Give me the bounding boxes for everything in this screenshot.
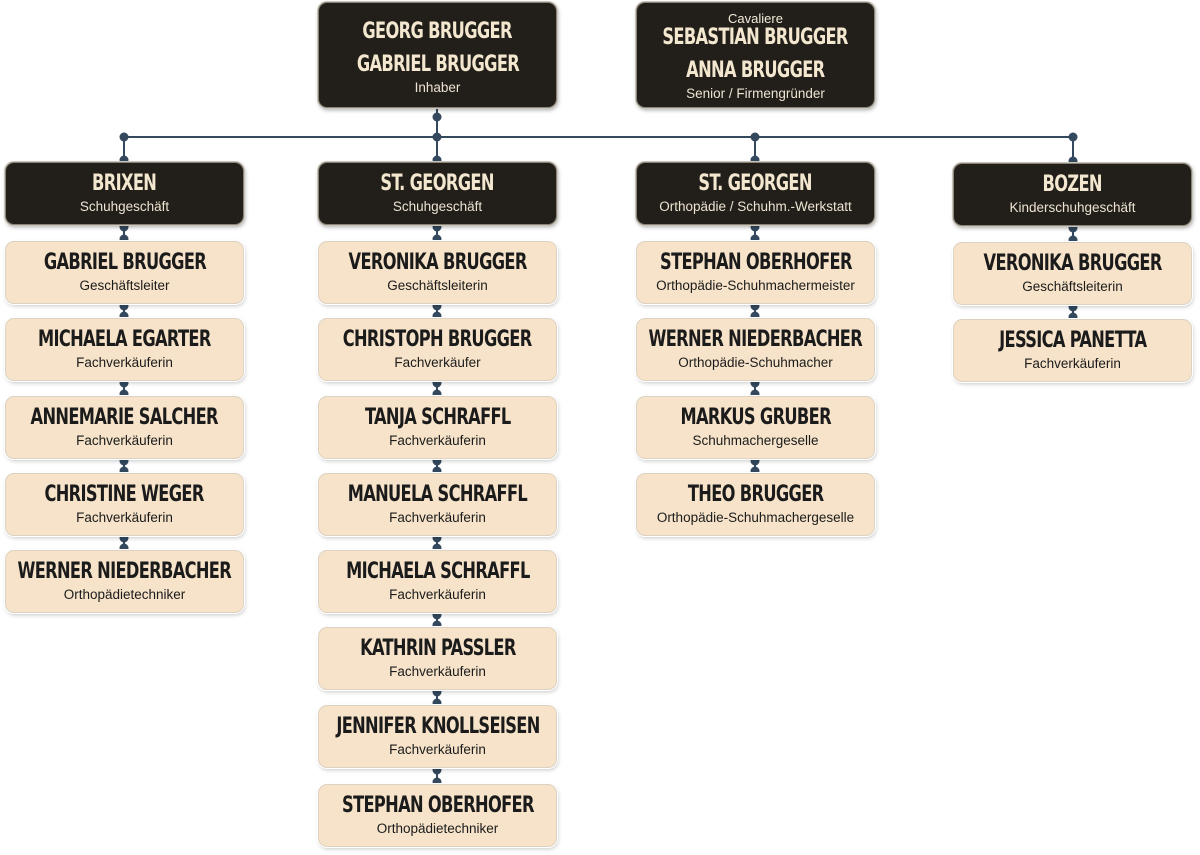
staff-name: JENNIFER KNOLLSEISEN (335, 714, 540, 739)
branch-name: BOZEN (1042, 172, 1103, 197)
staff-role: Geschäftsleiter (79, 278, 170, 293)
staff-card: MICHAELA EGARTER Fachverkäuferin (5, 318, 244, 381)
branch-box-st-georgen-shop: ST. GEORGEN Schuhgeschäft (318, 162, 557, 225)
staff-name: MICHAELA EGARTER (38, 327, 211, 352)
staff-role: Orthopädietechniker (63, 587, 186, 602)
owner-name: GABRIEL BRUGGER (356, 52, 519, 77)
branch-box-bozen: BOZEN Kinderschuhgeschäft (953, 163, 1192, 226)
staff-card: MICHAELA SCHRAFFL Fachverkäuferin (318, 550, 557, 613)
branch-name: ST. GEORGEN (698, 171, 813, 196)
staff-role: Fachverkäuferin (76, 355, 173, 370)
founder-name: SEBASTIAN BRUGGER (662, 24, 849, 50)
branch-box-brixen: BRIXEN Schuhgeschäft (5, 162, 244, 225)
staff-card: KATHRIN PASSLER Fachverkäuferin (318, 627, 557, 690)
owners-box: GEORG BRUGGER GABRIEL BRUGGER Inhaber (318, 2, 557, 108)
staff-role: Fachverkäuferin (389, 742, 486, 757)
connector-dot (432, 112, 442, 122)
staff-name: VERONIKA BRUGGER (983, 251, 1162, 276)
owners-role: Inhaber (414, 80, 461, 95)
connector-dot (119, 132, 129, 142)
connector-dot (432, 132, 442, 142)
branch-name: ST. GEORGEN (380, 171, 495, 196)
staff-card: WERNER NIEDERBACHER Orthopädietechniker (5, 550, 244, 613)
staff-role: Fachverkäuferin (1024, 356, 1121, 371)
staff-name: THEO BRUGGER (687, 482, 824, 507)
staff-name: VERONIKA BRUGGER (348, 250, 527, 275)
staff-card: JENNIFER KNOLLSEISEN Fachverkäuferin (318, 705, 557, 768)
staff-name: WERNER NIEDERBACHER (648, 327, 863, 352)
staff-name: WERNER NIEDERBACHER (17, 559, 232, 584)
staff-role: Orthopädie-Schuhmachergeselle (656, 510, 855, 525)
owner-name: GEORG BRUGGER (362, 19, 513, 44)
staff-role: Fachverkäuferin (76, 510, 173, 525)
staff-role: Fachverkäuferin (389, 433, 486, 448)
staff-card: TANJA SCHRAFFL Fachverkäuferin (318, 396, 557, 459)
staff-card: CHRISTOPH BRUGGER Fachverkäufer (318, 318, 557, 381)
staff-card: STEPHAN OBERHOFER Orthopädietechniker (318, 784, 557, 847)
staff-name: ANNEMARIE SALCHER (30, 405, 219, 430)
branch-box-st-georgen-workshop: ST. GEORGEN Orthopädie / Schuhm.-Werksta… (636, 162, 875, 225)
staff-card: VERONIKA BRUGGER Geschäftsleiterin (953, 242, 1192, 305)
staff-name: KATHRIN PASSLER (359, 636, 516, 661)
staff-card: WERNER NIEDERBACHER Orthopädie-Schuhmach… (636, 318, 875, 381)
founders-role: Senior / Firmengründer (686, 85, 825, 101)
branch-name: BRIXEN (92, 171, 157, 196)
staff-card: ANNEMARIE SALCHER Fachverkäuferin (5, 396, 244, 459)
staff-name: MICHAELA SCHRAFFL (345, 559, 530, 584)
founder-name: ANNA BRUGGER (686, 57, 825, 83)
founders-title: Cavaliere (728, 10, 783, 26)
staff-card: CHRISTINE WEGER Fachverkäuferin (5, 473, 244, 536)
staff-card: MARKUS GRUBER Schuhmachergeselle (636, 396, 875, 459)
staff-card: MANUELA SCHRAFFL Fachverkäuferin (318, 473, 557, 536)
staff-name: MANUELA SCHRAFFL (347, 482, 528, 507)
staff-role: Geschäftsleiterin (1022, 279, 1123, 294)
staff-name: CHRISTINE WEGER (44, 482, 205, 507)
staff-name: TANJA SCHRAFFL (364, 405, 511, 430)
staff-role: Fachverkäuferin (76, 433, 173, 448)
staff-role: Fachverkäuferin (389, 510, 486, 525)
staff-name: MARKUS GRUBER (680, 405, 831, 430)
staff-name: JESSICA PANETTA (998, 328, 1147, 353)
branch-subtitle: Kinderschuhgeschäft (1009, 200, 1136, 215)
staff-role: Orthopädie-Schuhmacher (678, 355, 833, 370)
staff-role: Schuhmachergeselle (692, 433, 819, 448)
staff-card: STEPHAN OBERHOFER Orthopädie-Schuhmacher… (636, 241, 875, 304)
connector-dot (1068, 132, 1078, 142)
founders-box: Cavaliere SEBASTIAN BRUGGER ANNA BRUGGER… (636, 2, 875, 108)
staff-role: Orthopädie-Schuhmachermeister (656, 278, 855, 293)
staff-card: VERONIKA BRUGGER Geschäftsleiterin (318, 241, 557, 304)
staff-card: JESSICA PANETTA Fachverkäuferin (953, 319, 1192, 382)
staff-card: GABRIEL BRUGGER Geschäftsleiter (5, 241, 244, 304)
staff-role: Fachverkäufer (394, 355, 481, 370)
staff-role: Geschäftsleiterin (387, 278, 488, 293)
staff-name: STEPHAN OBERHOFER (659, 250, 852, 275)
branch-subtitle: Schuhgeschäft (392, 199, 483, 214)
branch-subtitle: Schuhgeschäft (79, 199, 170, 214)
branch-subtitle: Orthopädie / Schuhm.-Werkstatt (659, 199, 852, 214)
staff-card: THEO BRUGGER Orthopädie-Schuhmachergesel… (636, 473, 875, 536)
staff-name: GABRIEL BRUGGER (43, 250, 206, 275)
staff-role: Orthopädietechniker (376, 821, 499, 836)
staff-name: CHRISTOPH BRUGGER (343, 327, 532, 352)
staff-role: Fachverkäuferin (389, 587, 486, 602)
staff-role: Fachverkäuferin (389, 664, 486, 679)
staff-name: STEPHAN OBERHOFER (341, 793, 534, 818)
connector-dot (750, 132, 760, 142)
